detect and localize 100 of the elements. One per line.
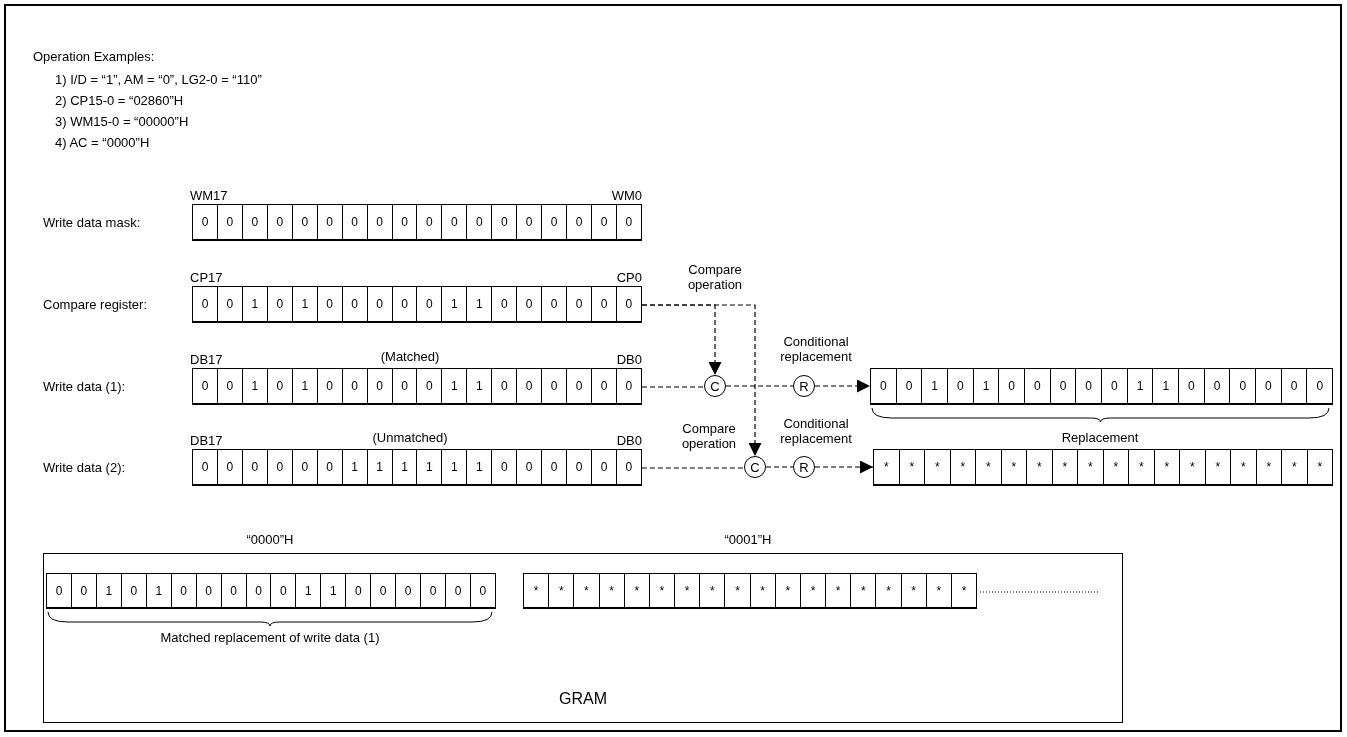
register-bit: 0: [517, 450, 543, 484]
register-bit: 0: [1102, 369, 1128, 403]
register-bit: 0: [492, 205, 518, 239]
register-bit: 0: [217, 287, 243, 321]
register-bit: 1: [321, 574, 347, 607]
circle-node: R: [793, 456, 815, 478]
register-bit: *: [725, 574, 751, 607]
register-bit: 0: [567, 287, 592, 321]
register-bit: 1: [467, 369, 493, 403]
register-bit: *: [549, 574, 575, 607]
register-bit: 0: [193, 369, 218, 403]
register-bit: 0: [592, 205, 617, 239]
heading: Operation Examples:: [33, 49, 155, 64]
dashed-connector: [814, 460, 874, 474]
setting-text: 3) WM15-0 = “00000”H: [55, 114, 189, 129]
register-bit: 0: [342, 205, 368, 239]
register-bit: 0: [517, 369, 543, 403]
register-bit: 0: [196, 574, 222, 607]
register-bit: 1: [467, 287, 493, 321]
register-bit: 1: [417, 450, 443, 484]
register-bit: *: [775, 574, 801, 607]
setting-text: 1) I/D = “1”, AM = “0”, LG2-0 = “110”: [55, 72, 262, 87]
register-bit: 0: [492, 369, 518, 403]
register-bit: *: [1154, 450, 1180, 484]
register-bit: *: [876, 574, 902, 607]
register-bit: *: [1103, 450, 1129, 484]
dashed-connector: [641, 304, 762, 457]
register-bit: 0: [317, 205, 343, 239]
register-bit: *: [851, 574, 877, 607]
circle-node: R: [793, 375, 815, 397]
register-bit: 0: [342, 287, 368, 321]
register-bit: *: [874, 450, 900, 484]
register-bit: 0: [592, 369, 617, 403]
register-bit: 0: [292, 450, 318, 484]
register-bit: 0: [392, 369, 418, 403]
register-bit: 0: [417, 369, 443, 403]
register-bit: 1: [96, 574, 122, 607]
setting-text: 4) AC = “0000”H: [55, 135, 150, 150]
register-bit: 0: [193, 450, 218, 484]
register-bit: 0: [567, 205, 592, 239]
register-bit: 0: [292, 205, 318, 239]
register-bit: *: [1316, 459, 1324, 476]
register-bit: 1: [292, 287, 318, 321]
register-bit: *: [750, 574, 776, 607]
register-bit: 1: [442, 450, 468, 484]
register-bit: 0: [567, 369, 592, 403]
register-bit: 1: [392, 450, 418, 484]
register-bit: 0: [392, 205, 418, 239]
register-bit: 0: [217, 369, 243, 403]
register-row: [870, 368, 1333, 405]
register-bit: 0: [71, 574, 97, 607]
register-row: [46, 573, 496, 609]
register-bit: 0: [267, 450, 293, 484]
register-bit: *: [1205, 450, 1231, 484]
register-bit: *: [960, 582, 968, 600]
register-bit: 0: [267, 369, 293, 403]
register-bit: 0: [417, 205, 443, 239]
register-bit: 0: [121, 574, 147, 607]
register-bit: 0: [217, 205, 243, 239]
register-bit: *: [1001, 450, 1027, 484]
match-label: (Unmatched): [372, 430, 448, 445]
register-bit: 0: [517, 287, 543, 321]
register-bit: 0: [171, 574, 197, 607]
register-bit: 0: [193, 205, 218, 239]
register-bit: 0: [542, 450, 568, 484]
register-bit: 0: [267, 287, 293, 321]
register-bit: 0: [1076, 369, 1103, 403]
register-bit: 0: [999, 369, 1026, 403]
dashed-connector: [814, 379, 871, 393]
register-bit: *: [1052, 450, 1078, 484]
register-bit: 0: [367, 369, 393, 403]
circle-node: C: [704, 375, 726, 397]
register-bit: *: [976, 450, 1002, 484]
register-bit: 1: [922, 369, 948, 403]
register-bit: 0: [1179, 369, 1205, 403]
register-bit: 0: [624, 378, 634, 395]
register-bit: 0: [1050, 369, 1077, 403]
row-label: Write data (2):: [43, 460, 126, 475]
bit-label: CP17: [190, 270, 223, 285]
bit-label: DB17: [190, 352, 223, 367]
register-bit: 0: [47, 574, 72, 607]
register-bit: 0: [542, 205, 568, 239]
register-bit: 0: [367, 287, 393, 321]
register-bit: 0: [542, 287, 568, 321]
register-bit: 0: [567, 450, 592, 484]
register-bit: 0: [467, 205, 493, 239]
register-bit: 0: [592, 450, 617, 484]
dashed-connector: [765, 466, 794, 468]
register-bit: 1: [296, 574, 322, 607]
register-bit: *: [925, 450, 951, 484]
register-bit: *: [1256, 450, 1282, 484]
row-label: Write data mask:: [43, 215, 141, 230]
register-bit: 0: [342, 369, 368, 403]
register-bit: 0: [1204, 369, 1231, 403]
register-bit: 0: [896, 369, 923, 403]
bit-label: WM17: [190, 188, 228, 203]
register-row: [192, 368, 642, 405]
register-bit: 0: [246, 574, 272, 607]
register-bit: 0: [346, 574, 372, 607]
memory-label: GRAM: [559, 691, 607, 706]
